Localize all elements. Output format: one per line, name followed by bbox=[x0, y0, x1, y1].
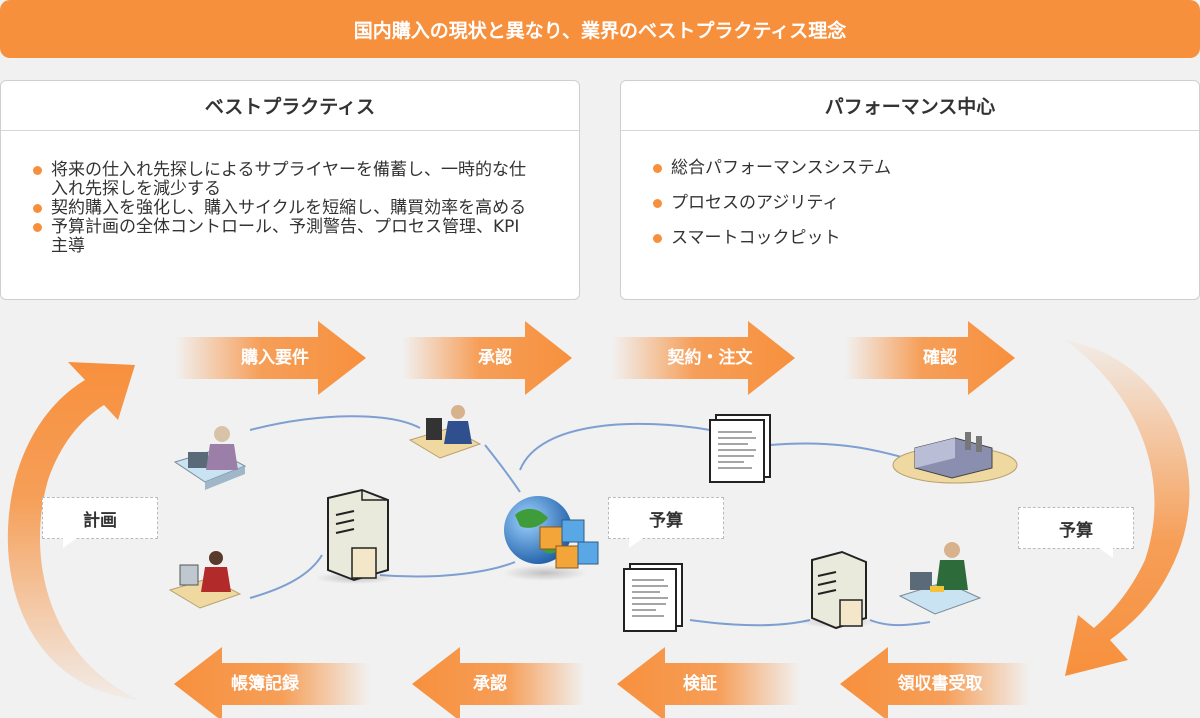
step-label-verification: 検証 bbox=[683, 674, 717, 694]
best-practice-title: ベストプラクティス bbox=[1, 81, 579, 131]
callout-budget-right: 予算 bbox=[1018, 507, 1134, 558]
flow-arrow-1 bbox=[175, 321, 366, 395]
callout-tail bbox=[1099, 548, 1113, 558]
document-icon-bottom bbox=[623, 563, 683, 632]
flow-arrow-4 bbox=[845, 321, 1015, 395]
banner-title: 国内購入の現状と異なり、業界のベストプラクティス理念 bbox=[353, 19, 847, 42]
step-label-bookkeeping: 帳簿記録 bbox=[231, 674, 299, 694]
callout-budget-center: 予算 bbox=[608, 497, 724, 548]
list-item: 将来の仕入れ先探しによるサプライヤーを備蓄し、一時的な仕入れ先探しを減少する bbox=[33, 161, 533, 199]
bullet-icon bbox=[33, 166, 42, 175]
bullet-icon bbox=[33, 223, 42, 232]
step-label-approval-top: 承認 bbox=[478, 348, 512, 368]
globe-puzzle-icon bbox=[503, 496, 599, 581]
list-item: プロセスのアジリティ bbox=[653, 194, 1153, 213]
performance-panel: パフォーマンス中心 総合パフォーマンスシステム プロセスのアジリティ スマートコ… bbox=[620, 80, 1200, 300]
list-item: スマートコックピット bbox=[653, 229, 1153, 248]
performance-title: パフォーマンス中心 bbox=[621, 81, 1199, 131]
server-icon-right bbox=[800, 550, 876, 630]
best-practice-list: 将来の仕入れ先探しによるサプライヤーを備蓄し、一時的な仕入れ先探しを減少する 契… bbox=[1, 131, 579, 256]
step-label-contract-order: 契約・注文 bbox=[667, 348, 753, 368]
person-at-desk-icon-4 bbox=[898, 542, 982, 615]
callout-tail bbox=[63, 538, 77, 548]
flow-arrow-3 bbox=[612, 321, 795, 395]
person-at-desk-icon-3 bbox=[168, 551, 242, 609]
document-icon-top bbox=[709, 414, 771, 483]
bullet-icon bbox=[33, 204, 42, 213]
flow-arrow-5 bbox=[840, 647, 1030, 718]
best-practice-panel: ベストプラクティス 将来の仕入れ先探しによるサプライヤーを備蓄し、一時的な仕入れ… bbox=[0, 80, 580, 300]
flow-arrow-6 bbox=[617, 647, 800, 718]
bullet-icon bbox=[653, 199, 662, 208]
list-item: 予算計画の全体コントロール、予測警告、プロセス管理、KPI主導 bbox=[33, 218, 533, 256]
server-icon-left bbox=[315, 488, 395, 584]
bullet-icon bbox=[653, 234, 662, 243]
bullet-icon bbox=[653, 164, 662, 173]
performance-list: 総合パフォーマンスシステム プロセスのアジリティ スマートコックピット bbox=[621, 131, 1199, 248]
flow-arrow-7 bbox=[412, 647, 585, 718]
return-arrow-left bbox=[7, 362, 140, 700]
flow-arrow-8 bbox=[174, 647, 370, 718]
procurement-cycle-diagram bbox=[7, 321, 1190, 718]
person-at-desk-icon-2 bbox=[408, 405, 482, 459]
step-label-purchase-request: 購入要件 bbox=[241, 348, 309, 368]
factory-icon bbox=[892, 432, 1018, 484]
person-at-desk-icon-1 bbox=[173, 426, 247, 490]
callout-tail bbox=[629, 538, 643, 548]
list-item: 契約購入を強化し、購入サイクルを短縮し、購買効率を高める bbox=[33, 199, 533, 218]
step-label-receipt: 領収書受取 bbox=[897, 674, 983, 694]
top-banner: 国内購入の現状と異なり、業界のベストプラクティス理念 bbox=[0, 0, 1200, 58]
step-label-confirmation: 確認 bbox=[923, 348, 957, 368]
step-label-approval-bottom: 承認 bbox=[473, 674, 507, 694]
callout-plan: 計画 bbox=[42, 497, 158, 548]
return-arrow-right bbox=[1065, 340, 1190, 676]
flow-arrow-2 bbox=[402, 321, 572, 395]
list-item: 総合パフォーマンスシステム bbox=[653, 159, 1153, 178]
